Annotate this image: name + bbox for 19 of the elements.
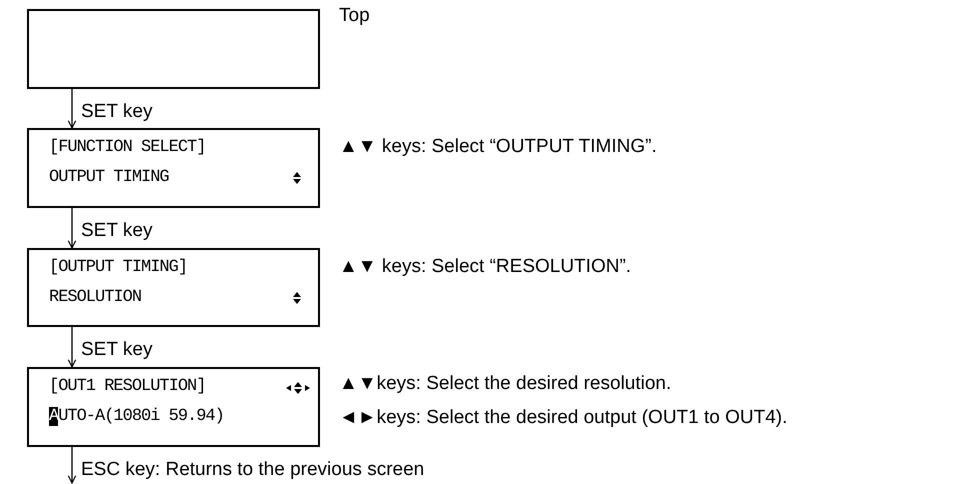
down-arrow (68, 327, 76, 368)
annotation-text: ▲▼keys: Select the desired resolution. (339, 373, 672, 395)
annotation-text: Top (339, 5, 370, 27)
down-arrow (68, 447, 76, 484)
lcd-text: [FUNCTION SELECT] (49, 138, 206, 158)
lcd-text: AUTO-A(1080i 59.94) (49, 407, 224, 427)
edge-label: SET key (81, 220, 152, 242)
edge-label: SET key (81, 101, 152, 123)
down-arrow (68, 89, 76, 129)
lcd-text: [OUT1 RESOLUTION] (49, 377, 206, 397)
down-arrow (68, 208, 76, 249)
edge-label: SET key (81, 339, 152, 361)
lcd-text: OUTPUT TIMING (49, 168, 169, 188)
annotation-text: ▲▼ keys: Select “RESOLUTION”. (339, 256, 632, 278)
annotation-text: ◄►keys: Select the desired output (OUT1 to OUT4). (339, 407, 788, 429)
edge-label: ESC key: Returns to the previous screen (81, 459, 424, 481)
annotation-text: ▲▼ keys: Select “OUTPUT TIMING”. (339, 136, 657, 158)
lcd-text: RESOLUTION (49, 288, 142, 308)
lcd-text: [OUTPUT TIMING] (49, 258, 188, 278)
